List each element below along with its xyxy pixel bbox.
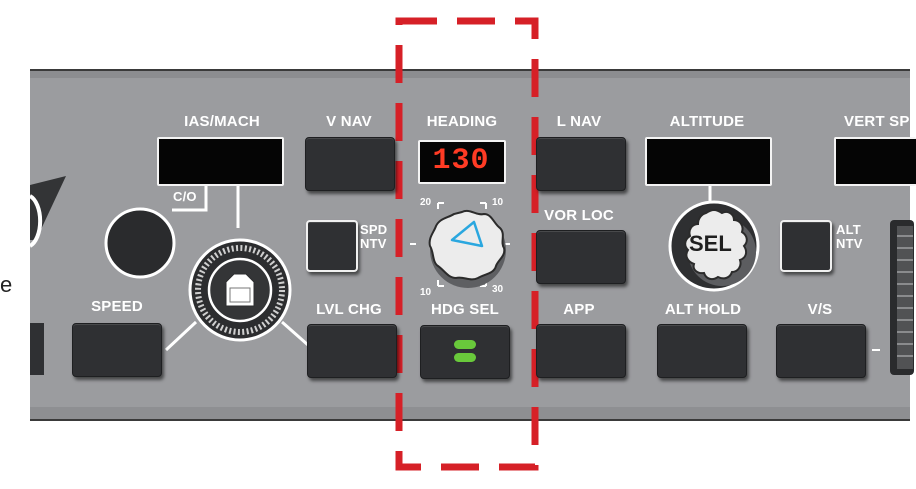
vert-speed-label-clip: VERT SP [840, 108, 912, 132]
sel-knob-icon [668, 200, 760, 292]
hdg-sel-light-top [454, 340, 476, 349]
speed-button[interactable] [72, 323, 162, 377]
lvl-chg-label: LVL CHG [316, 301, 382, 318]
left-partial-button [30, 323, 44, 375]
heading-label: HEADING [426, 113, 498, 130]
vs-wheel[interactable] [890, 220, 914, 375]
spd-ntv-label-2: NTV [360, 236, 387, 251]
vert-speed-display [834, 137, 916, 186]
spd-ntv-label-1: SPD [360, 222, 388, 237]
spd-ntv-button[interactable] [306, 220, 358, 272]
speed-label: SPEED [91, 298, 143, 315]
alt-ntv-label-1: ALT [836, 222, 861, 237]
left-ring [28, 194, 43, 248]
lvl-chg-button[interactable] [307, 324, 397, 378]
altitude-sel-knob[interactable] [670, 202, 758, 290]
ias-mach-display [157, 137, 284, 186]
alt-hold-button[interactable] [657, 324, 747, 378]
dial-tick-10-bottom: 10 [420, 287, 432, 298]
heading-display [418, 140, 506, 184]
app-button[interactable] [536, 324, 626, 378]
dial-tick-20: 20 [420, 197, 432, 208]
speed-knob-ray-right [281, 320, 309, 347]
dial-tick-30: 30 [492, 284, 504, 295]
outside-text: e [0, 272, 13, 297]
alt-hold-label: ALT HOLD [664, 301, 742, 318]
vor-loc-label: VOR LOC [544, 207, 614, 224]
co-connector [172, 186, 208, 212]
sel-knob-label: SEL [689, 231, 732, 256]
lnav-button[interactable] [536, 137, 626, 191]
speed-knob-icon [188, 238, 292, 342]
vnav-button[interactable] [305, 137, 395, 191]
vs-wheel-icon [890, 220, 914, 375]
panel-top-edge [30, 70, 910, 78]
hdg-sel-light-bottom [454, 353, 476, 362]
lnav-label: L NAV [556, 113, 602, 130]
hdg-sel-label: HDG SEL [430, 301, 500, 318]
vs-label: V/S [807, 301, 833, 318]
co-button[interactable] [106, 209, 174, 277]
co-knob-icon [104, 207, 176, 279]
altitude-display [645, 137, 772, 186]
altitude-label: ALTITUDE [669, 113, 745, 130]
speed-knob[interactable] [190, 240, 290, 340]
vert-speed-label: VERT SP [844, 113, 910, 130]
heading-knob[interactable] [428, 208, 508, 282]
highlight-frame [395, 17, 539, 471]
ias-mach-label: IAS/MACH [184, 113, 260, 130]
heading-value: 130 [432, 144, 490, 178]
heading-knob-icon [410, 202, 510, 288]
speed-knob-ray-left [164, 320, 198, 352]
alt-ntv-label-2: NTV [836, 236, 863, 251]
vs-button[interactable] [776, 324, 866, 378]
vnav-label: V NAV [326, 113, 372, 130]
dial-tick-10-top: 10 [492, 197, 504, 208]
hdg-sel-button[interactable] [420, 325, 510, 379]
app-label: APP [563, 301, 595, 318]
vor-loc-button[interactable] [536, 230, 626, 284]
panel-bottom-edge [30, 407, 910, 420]
co-label: C/O [173, 189, 197, 204]
alt-ntv-button[interactable] [780, 220, 832, 272]
